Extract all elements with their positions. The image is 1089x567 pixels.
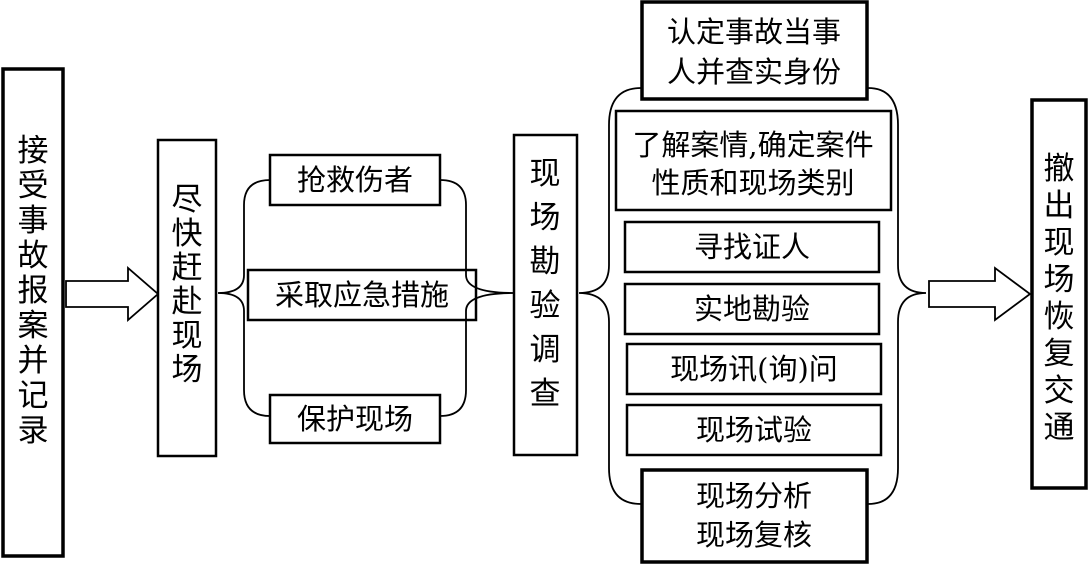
identify-parties-line-2: 人并查实身份 — [667, 55, 841, 89]
receive-report-char: 故 — [18, 238, 49, 274]
receive-report-text: 接 受 事 故 报 案 并 记 录 — [18, 133, 49, 449]
scene-analysis-line-2: 现场复核 — [696, 518, 812, 552]
scene-inquiry-box: 现场讯(询)问 — [625, 342, 883, 396]
receive-report-box: 接 受 事 故 报 案 并 记 录 — [1, 67, 65, 558]
rush-to-scene-box: 尽 快 赶 赴 现 场 — [156, 138, 218, 458]
protect-scene-label: 保护现场 — [297, 402, 413, 436]
scene-analysis-line-1: 现场分析 — [696, 479, 812, 513]
identify-parties-box: 认定事故当事 人并查实身份 — [640, 0, 869, 101]
scene-test-box: 现场试验 — [625, 403, 883, 457]
clear-scene-char: 撤 — [1044, 151, 1075, 187]
arrow-1-icon — [65, 266, 160, 322]
scene-survey-box: 现 场 勘 验 调 查 — [512, 133, 579, 457]
rush-to-scene-text: 尽 快 赶 赴 现 场 — [172, 182, 203, 388]
emergency-measures-box: 采取应急措施 — [246, 268, 478, 322]
arrow-2-icon — [928, 266, 1032, 322]
scene-survey-char: 验 — [530, 288, 561, 324]
understand-case-line-1: 了解案情,确定案件 — [632, 128, 873, 162]
brace-1-icon — [217, 179, 271, 417]
receive-report-char: 接 — [18, 133, 49, 169]
clear-scene-char: 通 — [1044, 410, 1075, 446]
field-inspection-box: 实地勘验 — [623, 282, 881, 336]
scene-analysis-box: 现场分析 现场复核 — [640, 468, 869, 564]
field-inspection-label: 实地勘验 — [694, 292, 810, 326]
clear-scene-char: 交 — [1044, 373, 1075, 409]
brace-3-icon — [578, 87, 642, 505]
clear-scene-char: 出 — [1044, 188, 1075, 224]
rush-to-scene-char: 现 — [172, 318, 203, 354]
clear-scene-box: 撤 出 现 场 恢 复 交 通 — [1030, 98, 1088, 490]
understand-case-line-2: 性质和现场类别 — [651, 166, 854, 200]
scene-inquiry-label: 现场讯(询)问 — [670, 352, 838, 386]
rush-to-scene-char: 赶 — [172, 250, 203, 286]
scene-survey-char: 查 — [530, 376, 561, 412]
scene-survey-char: 勘 — [530, 244, 561, 280]
rush-to-scene-char: 快 — [172, 216, 203, 252]
clear-scene-char: 场 — [1044, 262, 1075, 298]
receive-report-char: 录 — [18, 413, 49, 449]
scene-survey-char: 现 — [530, 156, 561, 192]
rescue-injured-box: 抢救伤者 — [268, 153, 442, 207]
brace-4-icon — [867, 87, 927, 505]
rush-to-scene-char: 场 — [172, 352, 203, 388]
receive-report-char: 案 — [18, 308, 49, 344]
scene-survey-text: 现 场 勘 验 调 查 — [530, 156, 561, 412]
rush-to-scene-char: 赴 — [172, 284, 203, 320]
protect-scene-box: 保护现场 — [268, 393, 442, 445]
clear-scene-char: 现 — [1044, 225, 1075, 261]
scene-survey-char: 场 — [530, 200, 561, 236]
clear-scene-char: 复 — [1044, 336, 1075, 372]
scene-test-label: 现场试验 — [696, 413, 812, 447]
scene-survey-char: 调 — [530, 332, 561, 368]
find-witnesses-box: 寻找证人 — [623, 220, 881, 274]
receive-report-char: 报 — [18, 273, 49, 309]
emergency-measures-label: 采取应急措施 — [275, 278, 449, 312]
rescue-injured-label: 抢救伤者 — [297, 163, 413, 197]
receive-report-char: 事 — [18, 203, 49, 239]
find-witnesses-label: 寻找证人 — [694, 230, 810, 264]
clear-scene-text: 撤 出 现 场 恢 复 交 通 — [1044, 151, 1075, 446]
receive-report-char: 受 — [18, 168, 49, 204]
receive-report-char: 并 — [18, 343, 49, 379]
identify-parties-line-1: 认定事故当事 — [667, 15, 841, 49]
understand-case-box: 了解案情,确定案件 性质和现场类别 — [614, 109, 893, 212]
receive-report-char: 记 — [18, 378, 49, 414]
clear-scene-char: 恢 — [1044, 299, 1075, 335]
rush-to-scene-char: 尽 — [172, 182, 203, 218]
